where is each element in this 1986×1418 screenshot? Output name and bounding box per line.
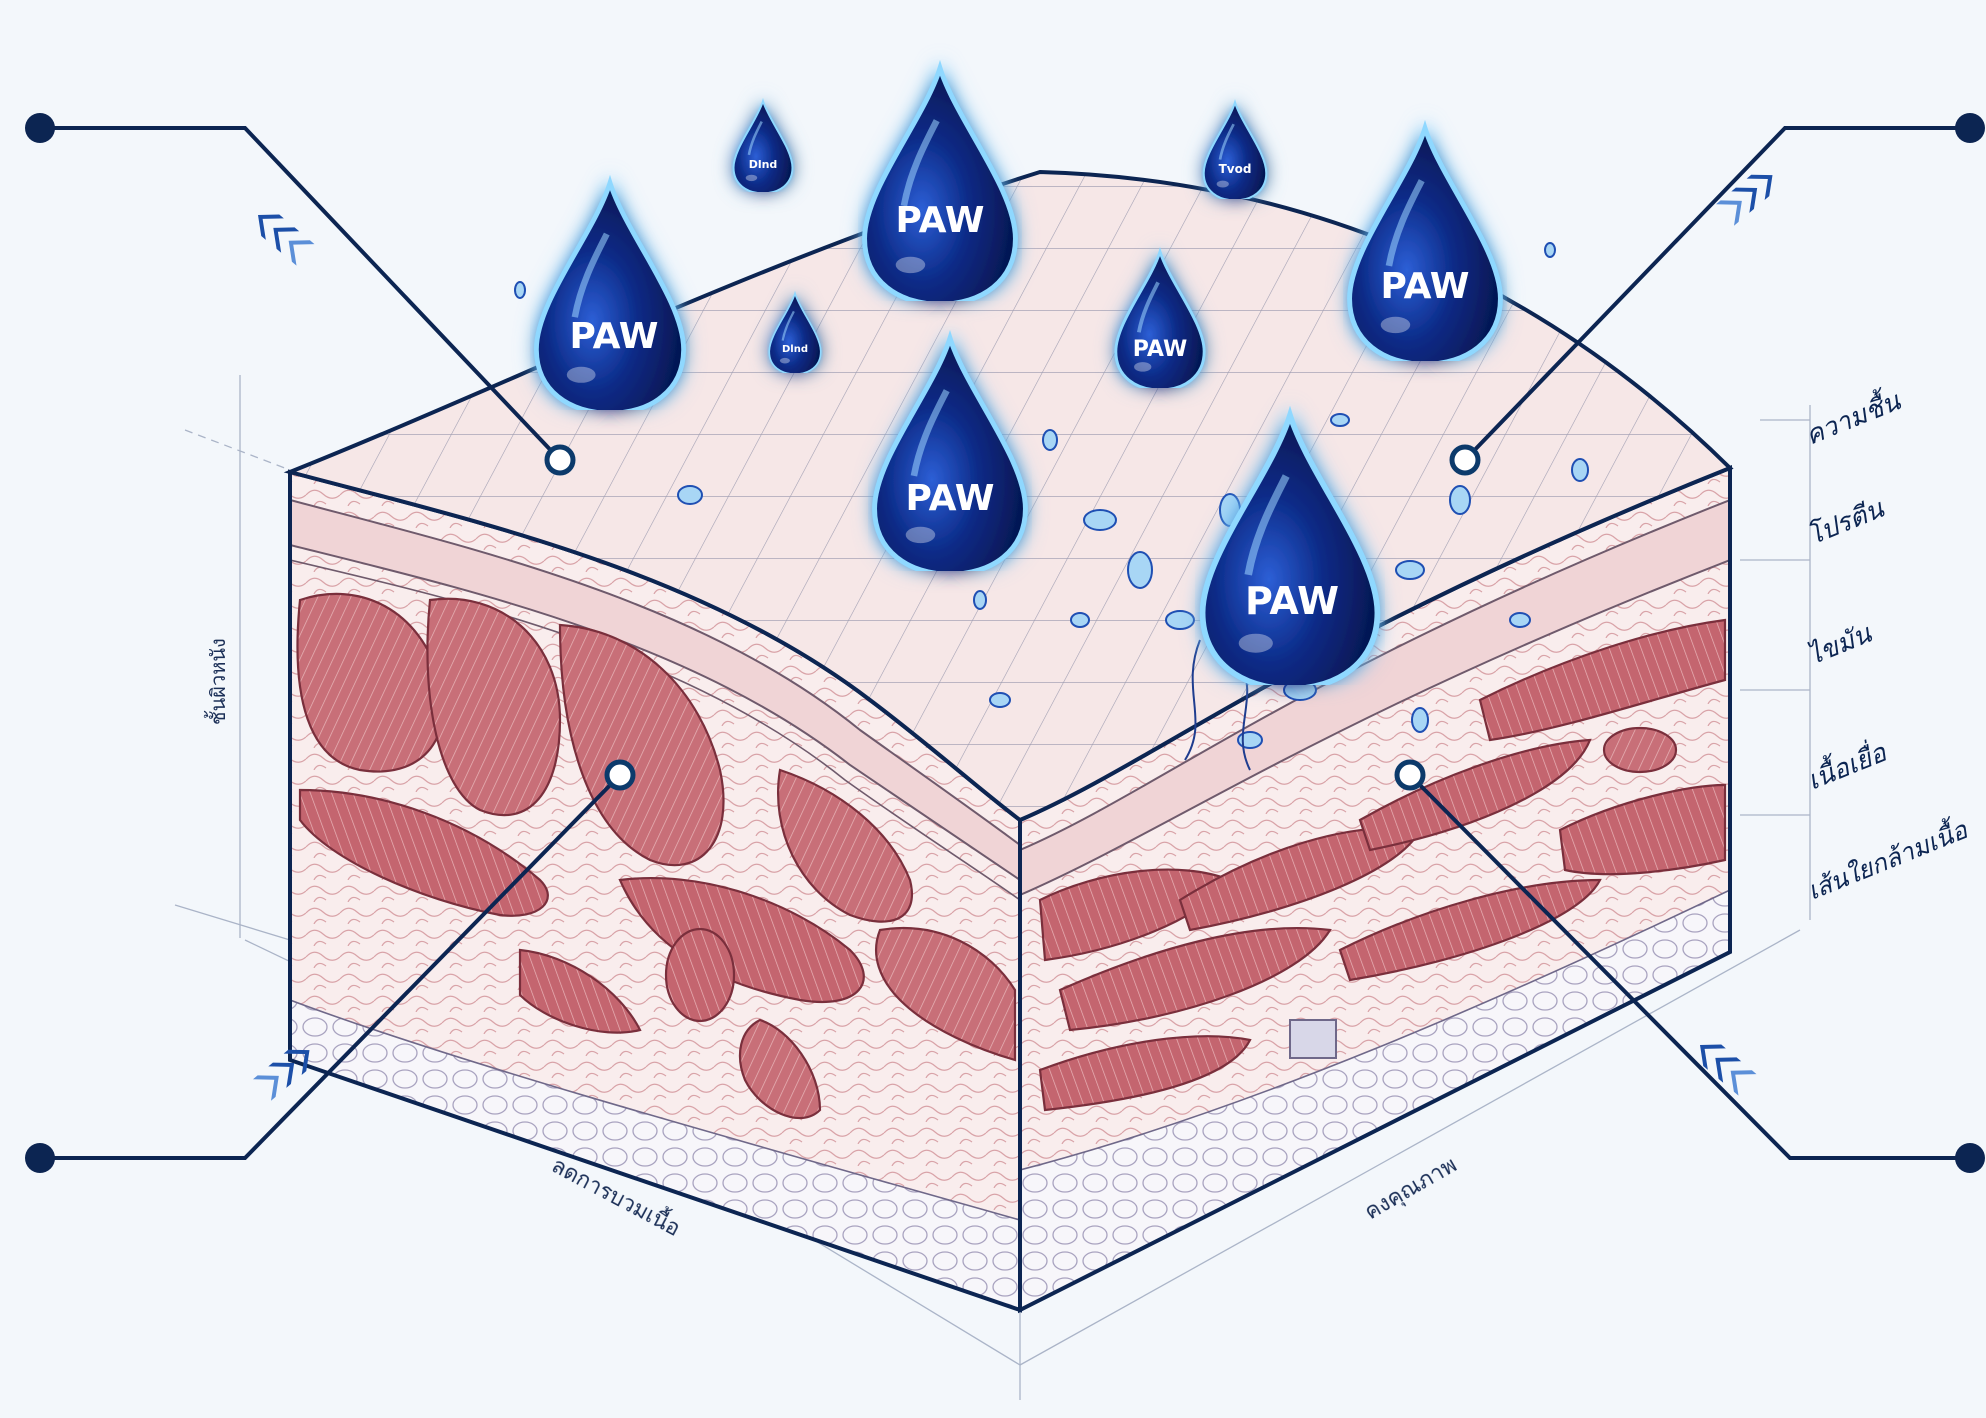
svg-text:PAW: PAW [1133,337,1187,362]
layer-label-tissue: เนื้อเยื่อ [1802,733,1892,797]
svg-text:Dlnd: Dlnd [749,158,778,171]
layer-label-fat: ไขมัน [1803,618,1877,672]
axis-label-vertical: ชั้นผิวหนัง [204,638,230,725]
svg-text:PAW: PAW [1380,266,1469,307]
svg-text:Dlnd: Dlnd [782,344,808,355]
small-drop-3: Tvod [1204,102,1267,200]
svg-text:PAW: PAW [905,478,994,519]
layer-label-muscle-fiber: เส้นใยกล้ามเนื้อ [1802,811,1972,905]
layer-label-moisture: ความชื้น [1800,381,1906,451]
paw-drop-2: PAW [865,68,1016,304]
svg-text:PAW: PAW [569,316,658,357]
layer-label-protein: โปรตีน [1803,493,1889,552]
svg-text:PAW: PAW [1245,579,1339,623]
chevron-icon-top-left [249,204,314,265]
svg-text:PAW: PAW [895,200,984,241]
axis-label-right-front: คงคุณภาพ [1361,1153,1462,1226]
paw-drop-3: PAW [1350,128,1501,364]
small-drop-1: Dlnd [734,101,793,193]
layer-labels: ความชื้น โปรตีน ไขมัน เนื้อเยื่อ เส้นใยก… [1800,381,1973,905]
paw-drop-1: PAW [536,183,683,413]
chevron-icon-bottom-right [1691,1034,1756,1095]
svg-text:Tvod: Tvod [1219,162,1252,176]
chevron-icon-top-right [1716,164,1781,225]
